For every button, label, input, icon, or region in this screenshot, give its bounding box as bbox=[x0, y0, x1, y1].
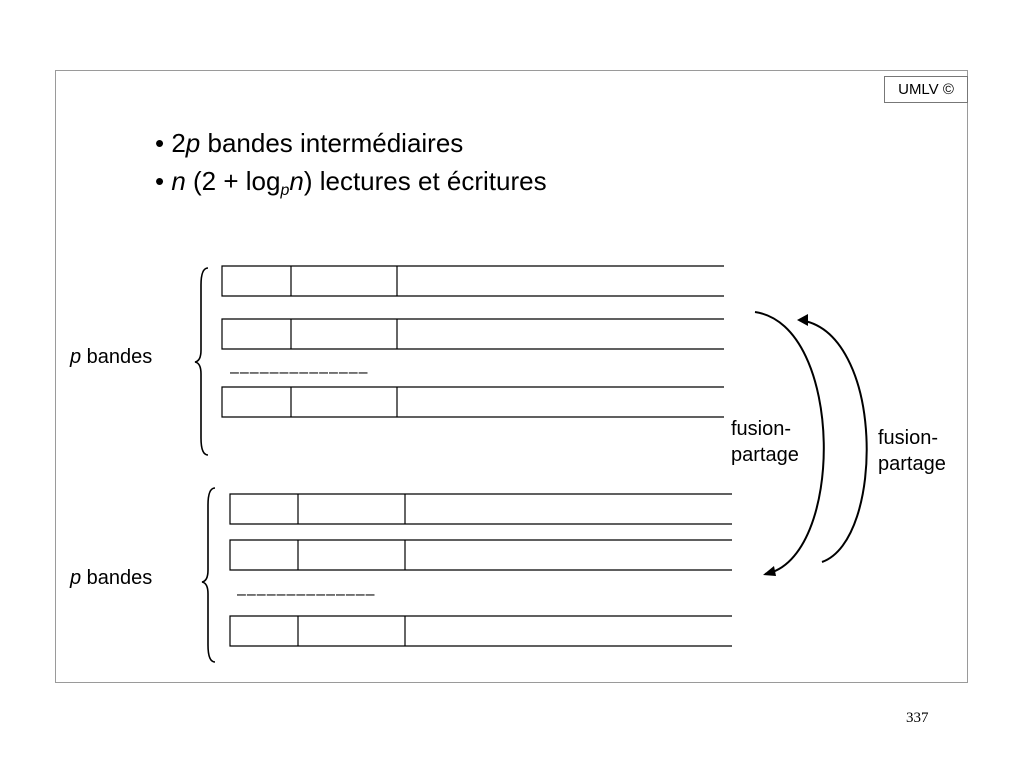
brace-bottom bbox=[201, 487, 216, 663]
tape bbox=[221, 386, 724, 418]
bullet-read-write-count: • n (2 + logpn) lectures et écritures bbox=[155, 166, 547, 199]
umlv-badge: UMLV © bbox=[884, 76, 968, 103]
tape bbox=[229, 539, 732, 571]
ellipsis-bottom: –––––––––––––– bbox=[237, 586, 376, 603]
page-number: 337 bbox=[906, 710, 929, 726]
ellipsis-top: –––––––––––––– bbox=[230, 364, 369, 381]
arrow-label-inner: fusion-partage bbox=[731, 416, 799, 468]
arrowhead-1 bbox=[763, 566, 776, 576]
arrow-fusion-partage-2 bbox=[798, 319, 868, 563]
tape bbox=[229, 615, 732, 647]
group-label-top: p bandes bbox=[70, 346, 153, 368]
bullet-intermediate-tapes: • 2p bandes intermédiaires bbox=[155, 128, 464, 158]
arrow-label-outer: fusion-partage bbox=[878, 425, 946, 477]
group-label-bottom: p bandes bbox=[70, 567, 153, 589]
tape bbox=[221, 318, 724, 350]
tape bbox=[221, 265, 724, 297]
brace-top bbox=[194, 267, 209, 456]
arrow-fusion-partage-1 bbox=[754, 311, 825, 575]
arrowhead-2 bbox=[797, 314, 808, 326]
slide-frame bbox=[55, 70, 968, 683]
tape bbox=[229, 493, 732, 525]
